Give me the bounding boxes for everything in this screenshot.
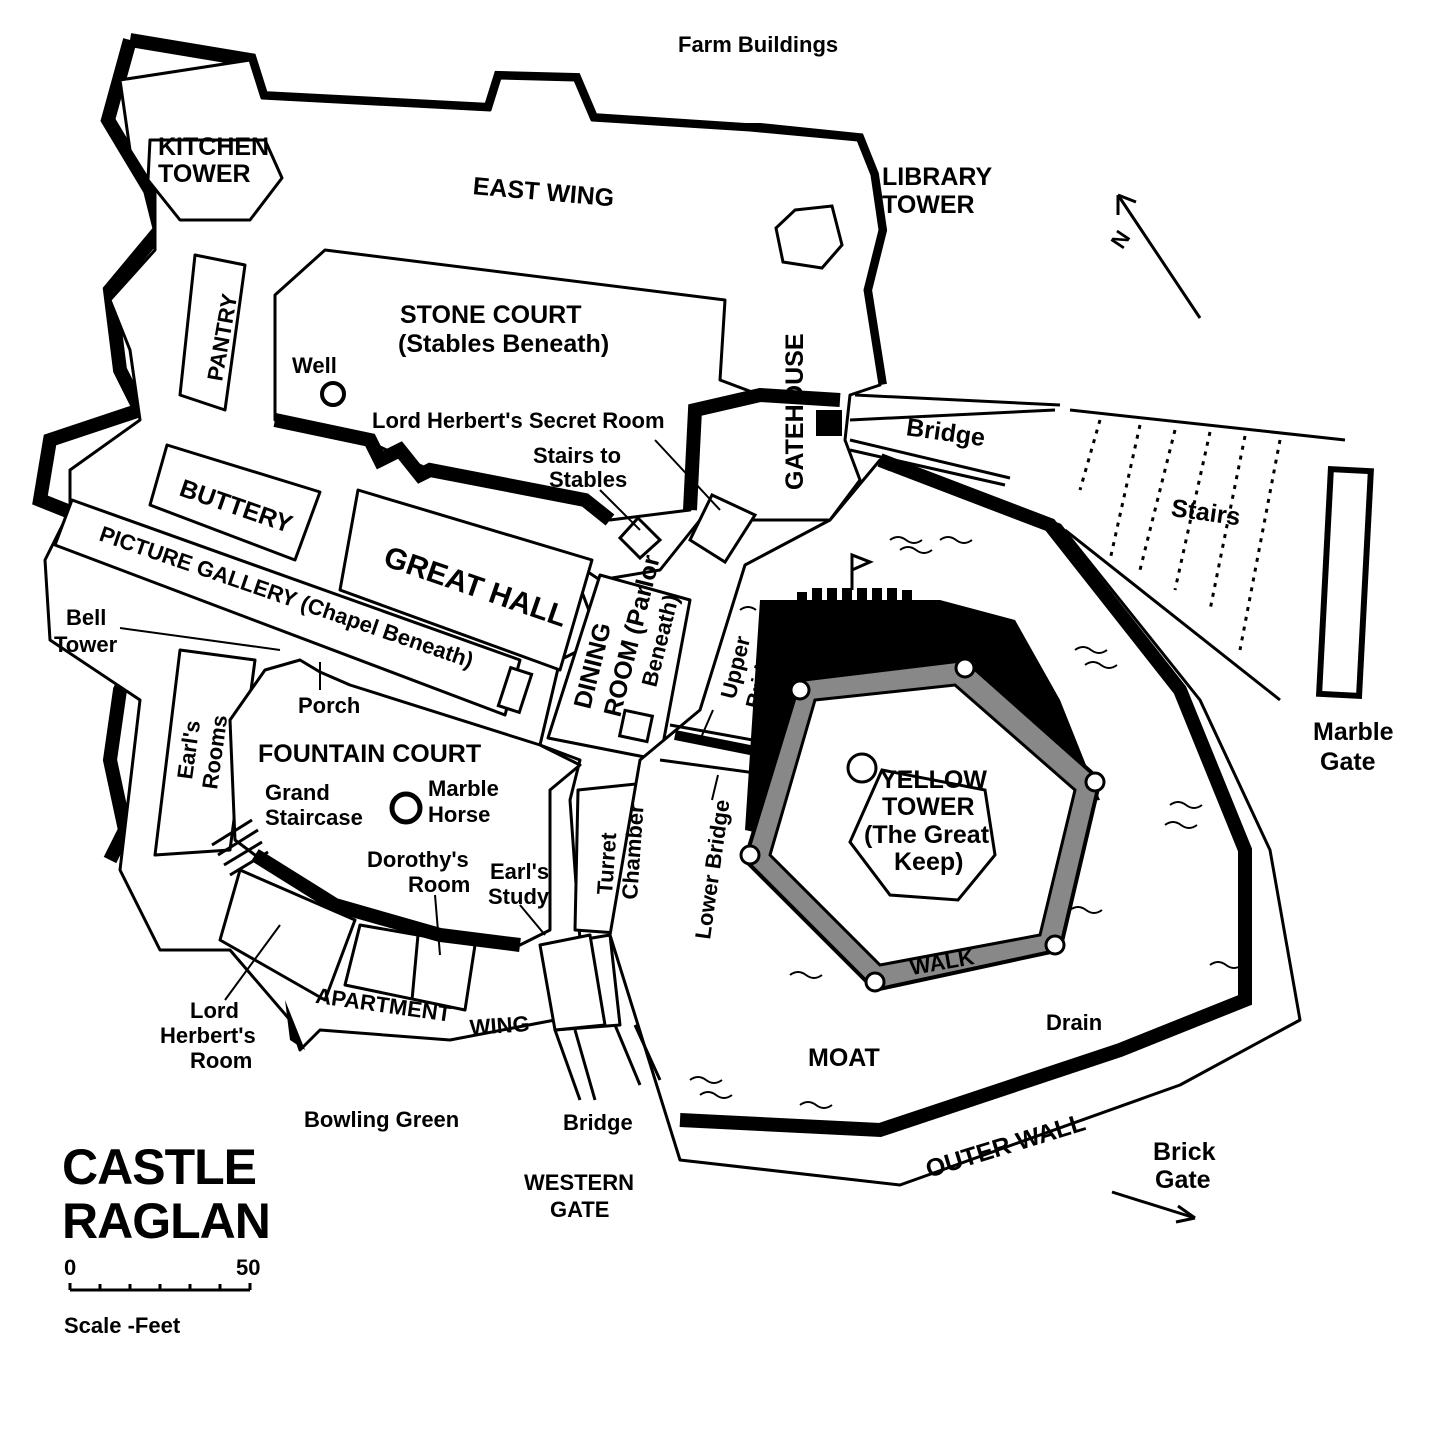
marble-horse-marker	[389, 791, 423, 825]
label-kitchen-tower-line1: KITCHEN	[158, 133, 269, 161]
outer-wall-thick-north	[877, 453, 1252, 960]
label-yellow-tower-line1: YELLOW	[880, 766, 987, 794]
label-yellow-tower-line4: Keep)	[894, 848, 963, 876]
keep-battlements	[797, 588, 912, 606]
label-lord-herberts-room-line3: Room	[190, 1048, 252, 1073]
label-drain: Drain	[1046, 1010, 1102, 1035]
label-bell-tower-line1: Bell	[66, 605, 106, 630]
label-marble-gate-line1: Marble	[1313, 718, 1394, 746]
outer-wall-thick	[679, 960, 1252, 1138]
stables-stair-box	[617, 515, 663, 561]
yellow-tower-keep	[848, 768, 997, 902]
moat-waves	[689, 536, 1243, 1109]
label-gatehouse: GATEHOUSE	[781, 334, 809, 491]
scale-start: 0	[64, 1255, 76, 1280]
marble-gate-post	[1315, 465, 1374, 700]
label-bridge-west: Bridge	[563, 1110, 633, 1135]
map-title-line2: RAGLAN	[62, 1193, 270, 1249]
western-bridge	[553, 1024, 662, 1101]
label-stairs-to-stables-line1: Stairs to	[533, 443, 621, 468]
north-arrow-icon	[1116, 193, 1202, 319]
fountain-court-wall	[251, 849, 521, 952]
label-bridge-east: Bridge	[905, 413, 987, 452]
brick-gate-arrow-icon	[1111, 1190, 1196, 1224]
east-bridge	[849, 393, 1061, 487]
label-bowling-green: Bowling Green	[304, 1107, 459, 1132]
label-yellow-tower-line3: (The Great	[864, 821, 990, 849]
label-bell-tower-line2: Tower	[54, 632, 118, 657]
keep-flag-icon	[850, 552, 874, 590]
label-marble-gate-line2: Gate	[1320, 748, 1376, 776]
stairs-steps	[1064, 408, 1346, 702]
label-stone-court-line2: (Stables Beneath)	[398, 330, 609, 358]
label-yellow-tower-line2: TOWER	[882, 793, 975, 821]
secret-room-box	[688, 493, 758, 565]
label-earls-study-line1: Earl's	[490, 859, 549, 884]
label-farm-buildings: Farm Buildings	[678, 32, 838, 57]
library-tower-room	[774, 204, 844, 270]
kitchen-tower	[146, 138, 284, 222]
buttery-room	[148, 443, 322, 562]
label-grand-staircase-line1: Grand	[265, 780, 330, 805]
label-earls-study-line2: Study	[488, 884, 550, 909]
pantry-room	[178, 253, 247, 412]
apartment-wing-wall	[285, 1000, 305, 1050]
lord-herberts-room	[218, 868, 357, 1002]
stair-block	[617, 708, 655, 744]
label-turret-chamber-line1: Turret	[592, 831, 621, 895]
north-letter: N	[1106, 226, 1136, 253]
label-apartment-wing-line2: WING	[469, 1011, 530, 1040]
stair-block	[496, 665, 534, 715]
label-well: Well	[292, 353, 337, 378]
gatehouse-wall	[683, 387, 841, 511]
label-grand-staircase-line2: Staircase	[265, 805, 363, 830]
label-stone-court-line1: STONE COURT	[400, 301, 582, 329]
map-title-line1: CASTLE	[62, 1139, 256, 1195]
keep-corner-turrets	[739, 657, 1106, 993]
label-kitchen-tower-line2: TOWER	[158, 160, 251, 188]
label-library-tower-line2: TOWER	[882, 191, 975, 219]
label-fountain-court: FOUNTAIN COURT	[258, 740, 481, 768]
label-moat: MOAT	[808, 1044, 880, 1072]
label-dorothys-room-line2: Room	[408, 872, 470, 897]
label-brick-gate-line2: Gate	[1155, 1166, 1211, 1194]
grand-staircase-stairs	[211, 818, 269, 877]
label-lord-herberts-room-line1: Lord	[190, 998, 239, 1023]
label-dorothys-room-line1: Dorothy's	[367, 847, 469, 872]
label-western-gate-line2: GATE	[550, 1197, 609, 1222]
label-stairs-to-stables-line2: Stables	[549, 467, 627, 492]
label-brick-gate-line1: Brick	[1153, 1138, 1216, 1166]
label-library-tower-line1: LIBRARY	[882, 163, 993, 191]
gatehouse-block	[816, 410, 842, 436]
earls-rooms	[153, 648, 257, 857]
label-lord-herberts-room-line2: Herbert's	[160, 1023, 256, 1048]
scale-bar: 0 50 Scale -Feet	[64, 1255, 260, 1338]
leader-lines	[119, 439, 721, 1001]
earls-study	[538, 933, 607, 1032]
well-marker	[320, 381, 346, 407]
label-western-gate-line1: WESTERN	[524, 1170, 634, 1195]
label-secret-room: Lord Herbert's Secret Room	[372, 408, 665, 433]
label-porch: Porch	[298, 693, 360, 718]
scale-caption: Scale -Feet	[64, 1313, 181, 1338]
label-stairs: Stairs	[1169, 494, 1242, 531]
picture-gallery-room	[53, 498, 522, 717]
stone-court-wall	[273, 413, 615, 526]
keep-drawbridge-wheel-icon	[846, 752, 878, 784]
label-marble-horse-line1: Marble	[428, 776, 499, 801]
scale-end: 50	[236, 1255, 260, 1280]
label-marble-horse-line2: Horse	[428, 802, 490, 827]
great-hall-room	[338, 488, 594, 672]
